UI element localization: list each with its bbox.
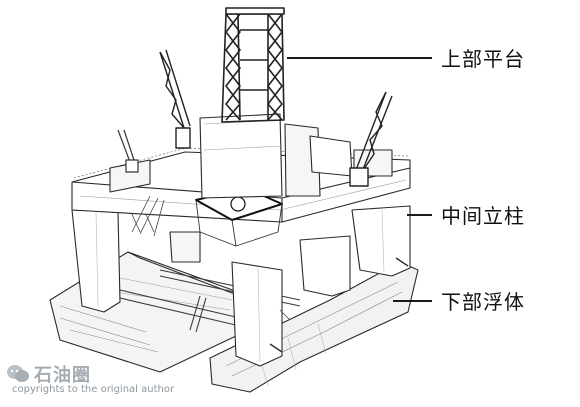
columns — [71, 205, 411, 367]
right-crane — [349, 91, 393, 187]
callout-line-middle — [407, 214, 432, 216]
label-middle-columns: 中间立柱 — [441, 204, 525, 228]
small-crane — [117, 129, 139, 173]
wechat-icon — [7, 365, 29, 382]
left-crane — [159, 49, 191, 149]
label-upper-deck: 上部平台 — [441, 47, 525, 71]
upper-deck — [71, 113, 411, 247]
watermark-copyright: copyrights to the original author — [12, 384, 175, 395]
derrick — [221, 7, 285, 123]
callout-line-upper — [287, 57, 432, 59]
callout-line-lower — [393, 300, 432, 302]
watermark-title: 石油圈 — [34, 365, 91, 386]
label-lower-pontoons: 下部浮体 — [441, 290, 525, 314]
